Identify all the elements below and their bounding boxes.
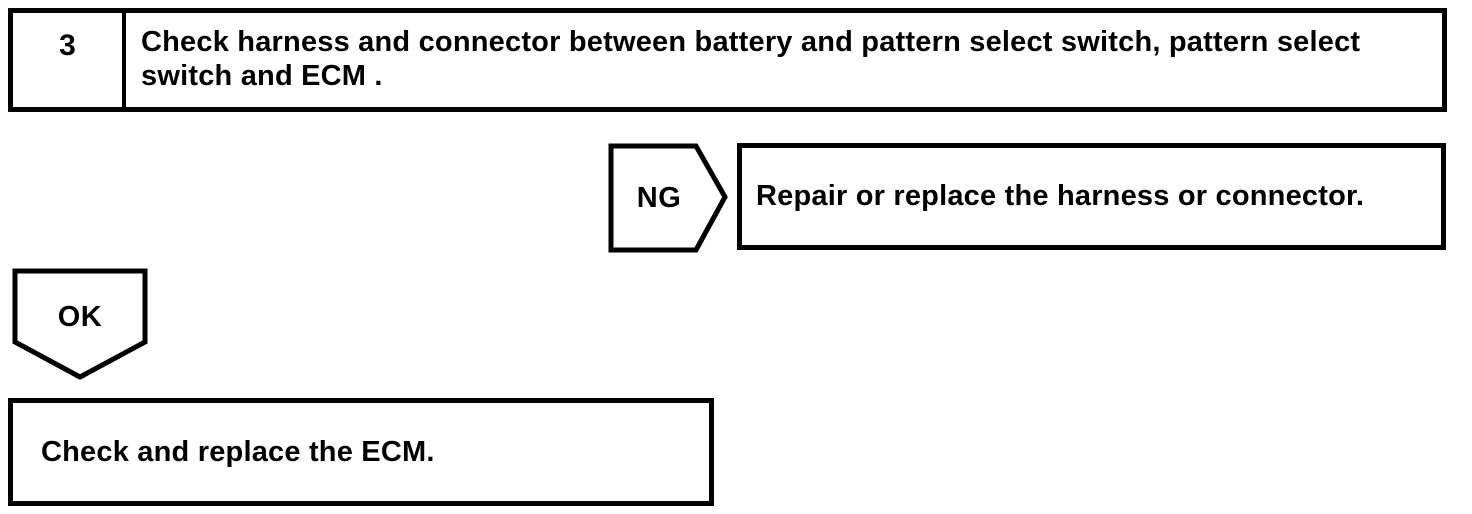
ng-action-box: Repair or replace the harness or connect… bbox=[737, 143, 1446, 250]
ok-action-box: Check and replace the ECM. bbox=[8, 398, 714, 506]
ok-connector-shape: OK bbox=[12, 268, 148, 380]
ng-connector-shape: NG bbox=[608, 143, 728, 253]
ng-label: NG bbox=[636, 181, 682, 214]
ng-pentagon-icon bbox=[608, 143, 728, 253]
ok-label: OK bbox=[57, 300, 103, 333]
step-box: 3 Check harness and connector between ba… bbox=[8, 8, 1447, 112]
ok-pentagon-icon bbox=[12, 268, 148, 380]
ok-action-text: Check and replace the ECM. bbox=[41, 435, 435, 468]
step-instruction-text: Check harness and connector between batt… bbox=[141, 26, 1361, 92]
step-number: 3 bbox=[13, 13, 126, 107]
ng-action-text: Repair or replace the harness or connect… bbox=[756, 180, 1365, 212]
step-instruction-cell: Check harness and connector between batt… bbox=[126, 13, 1442, 107]
